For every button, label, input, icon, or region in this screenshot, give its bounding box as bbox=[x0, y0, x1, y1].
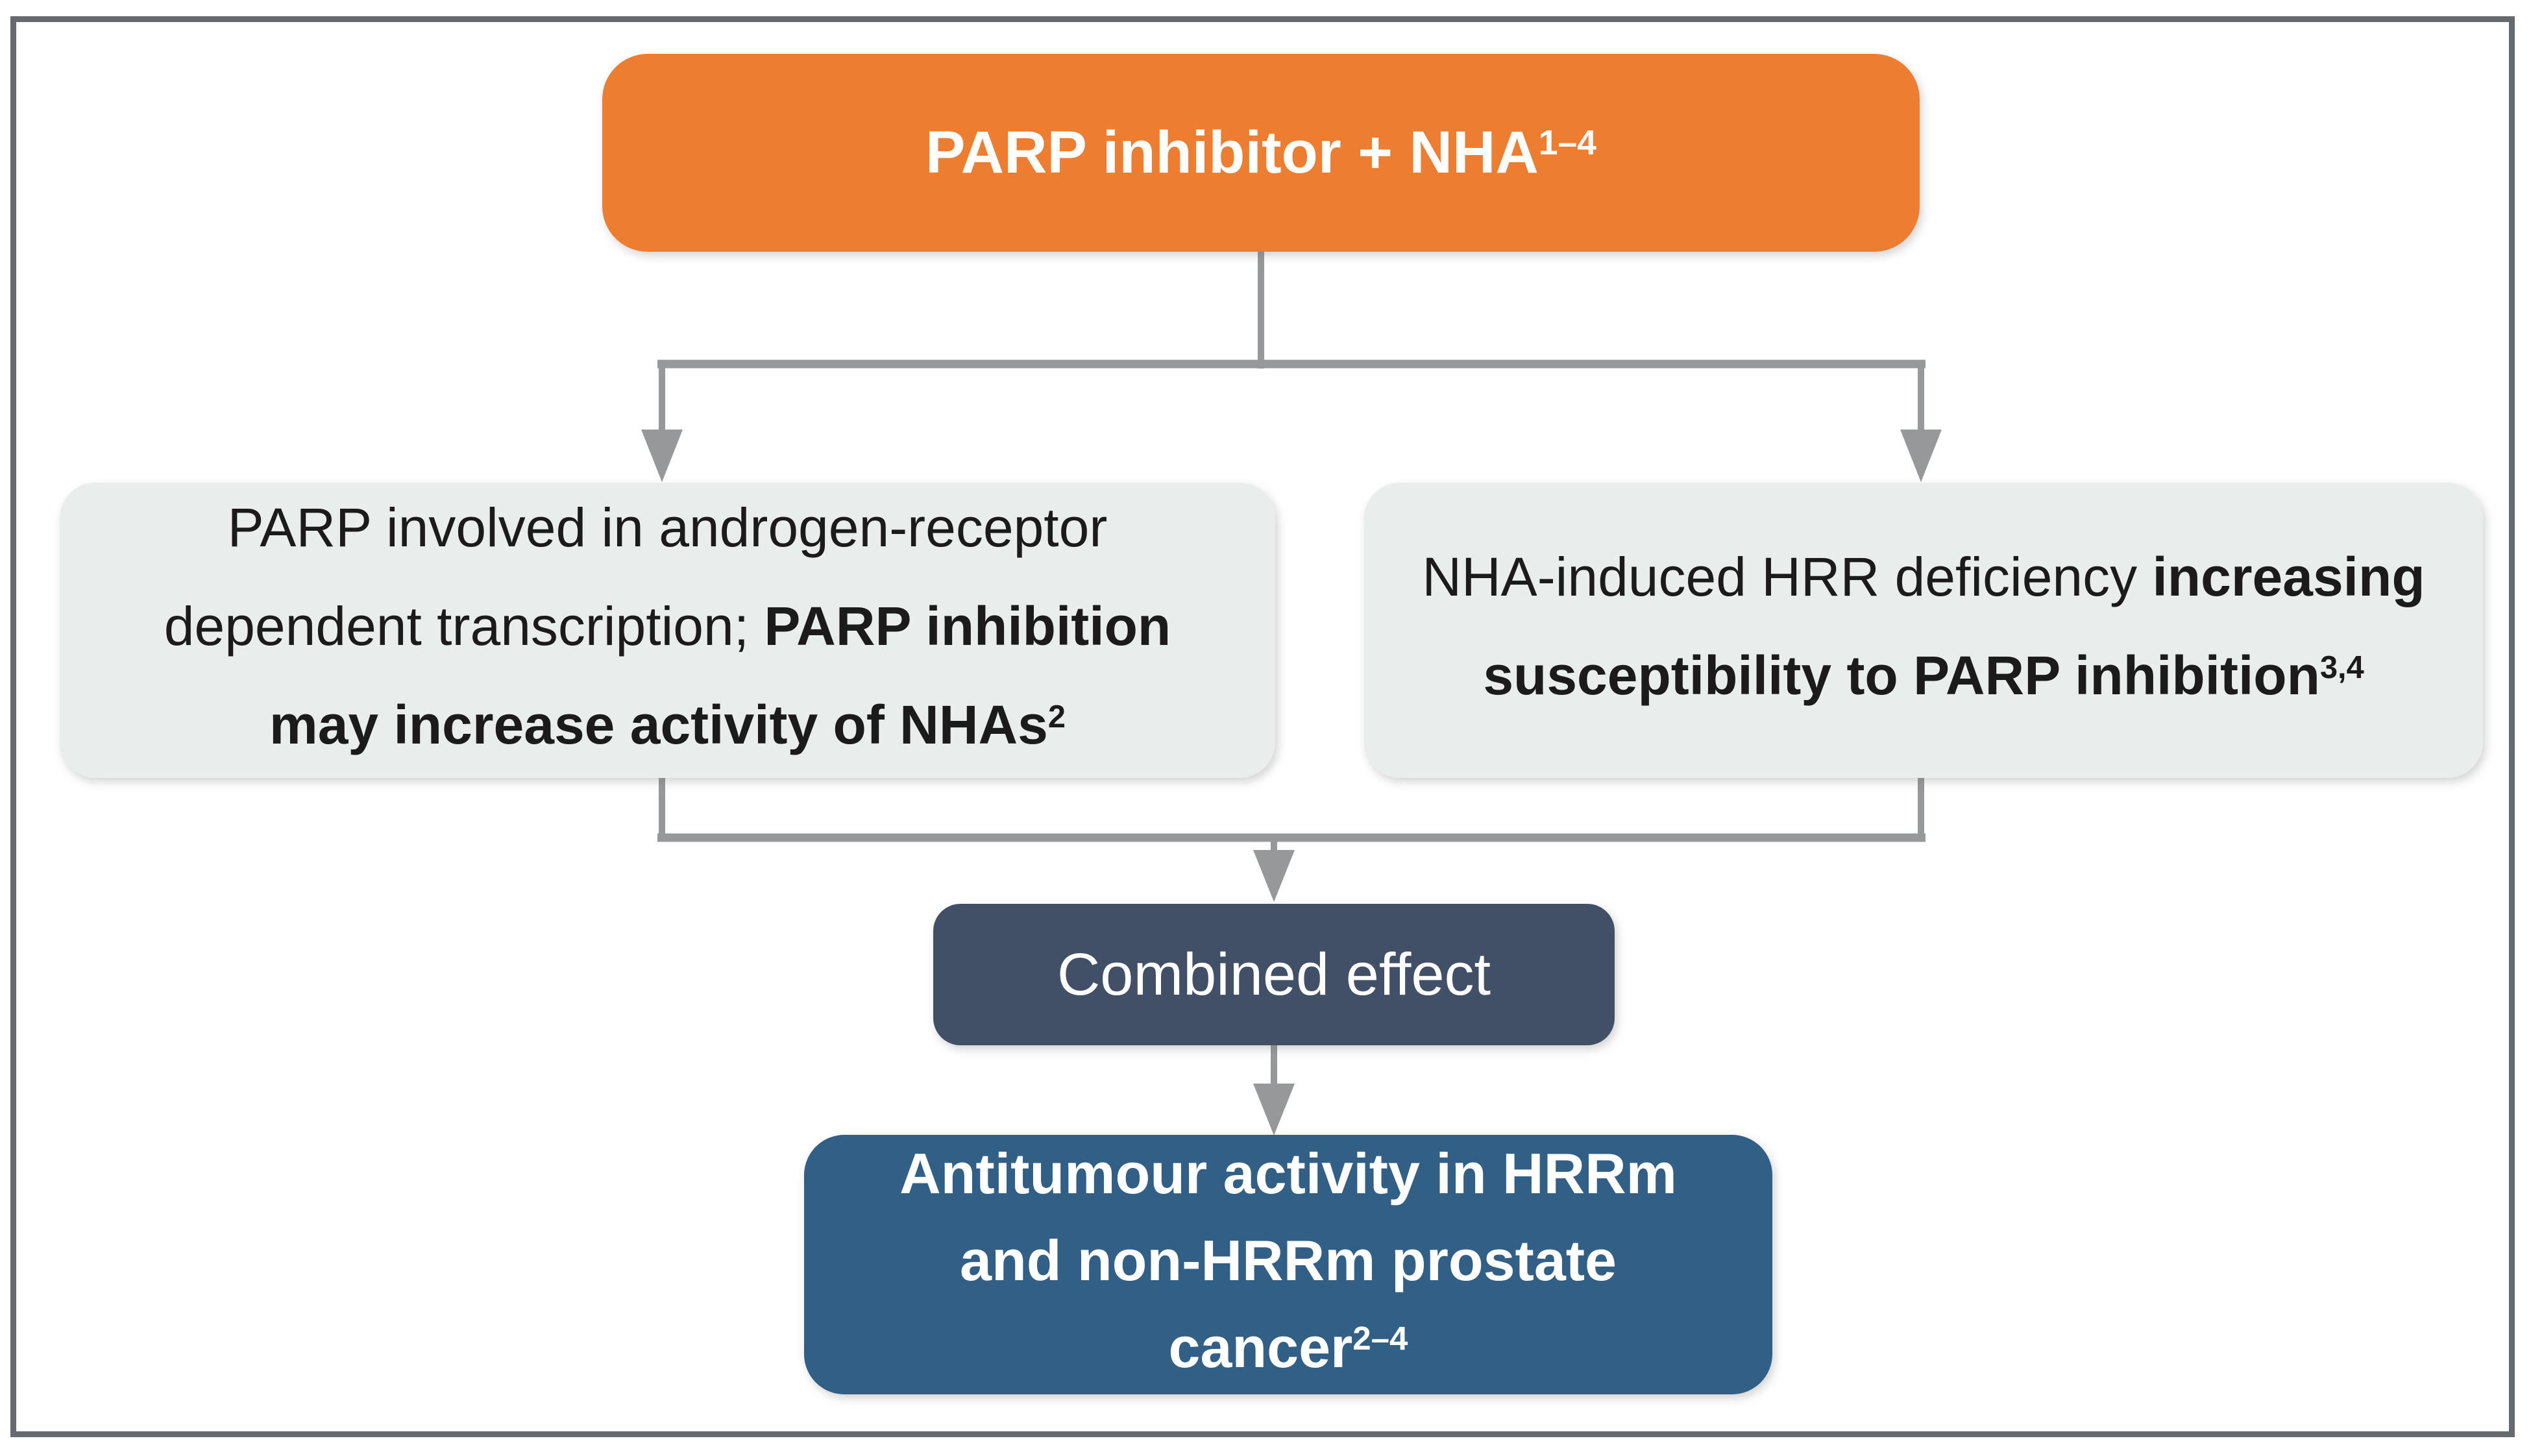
figure-border bbox=[10, 16, 2515, 1437]
node-antitumour-outcome-text: Antitumour activity in HRRm and non-HRRm… bbox=[899, 1130, 1677, 1400]
reference-superscript: 2 bbox=[1047, 699, 1066, 734]
text-line: and non-HRRm prostate bbox=[960, 1228, 1617, 1292]
reference-superscript: 3,4 bbox=[2319, 649, 2364, 685]
text-line: susceptibility to PARP inhibition3,4 bbox=[1483, 645, 2364, 706]
node-antitumour-outcome: Antitumour activity in HRRm and non-HRRm… bbox=[804, 1135, 1772, 1394]
text-line: may increase activity of NHAs2 bbox=[269, 694, 1066, 755]
node-parp-inhibitor-nha: PARP inhibitor + NHA1–4 bbox=[602, 54, 1920, 252]
text-line: Antitumour activity in HRRm bbox=[899, 1141, 1677, 1206]
reference-superscript: 1–4 bbox=[1538, 124, 1596, 163]
text-line: dependent transcription; PARP inhibition bbox=[164, 596, 1171, 657]
text-line: cancer2–4 bbox=[1168, 1315, 1408, 1379]
node-nha-hrr-deficiency-text: NHA-induced HRR deficiency increasing su… bbox=[1422, 528, 2425, 733]
node-nha-hrr-deficiency: NHA-induced HRR deficiency increasing su… bbox=[1364, 483, 2483, 778]
node-combined-effect: Combined effect bbox=[933, 904, 1615, 1045]
node-combined-effect-label: Combined effect bbox=[1057, 941, 1491, 1008]
text-line: PARP involved in androgen-receptor bbox=[227, 497, 1108, 558]
node-parp-transcription: PARP involved in androgen-receptor depen… bbox=[60, 483, 1275, 778]
node-parp-transcription-text: PARP involved in androgen-receptor depen… bbox=[164, 478, 1171, 783]
text-line: NHA-induced HRR deficiency increasing bbox=[1422, 546, 2425, 607]
reference-superscript: 2–4 bbox=[1352, 1319, 1408, 1357]
node-parp-inhibitor-nha-label: PARP inhibitor + NHA1–4 bbox=[925, 119, 1596, 186]
